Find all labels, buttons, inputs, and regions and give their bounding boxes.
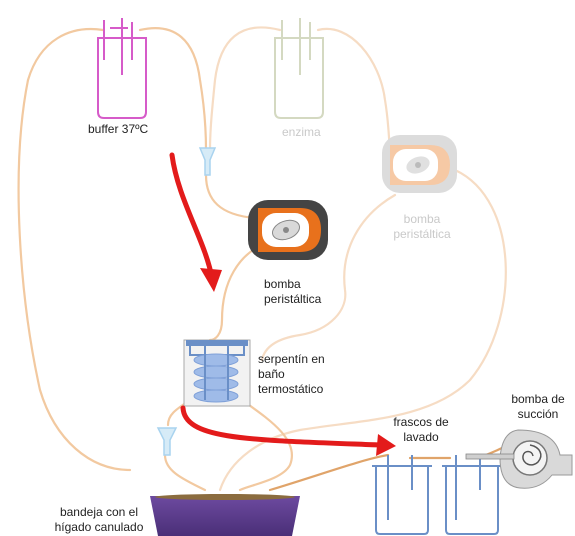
label-pump-active: bomba peristáltica [264, 277, 322, 306]
flow-arrow-1 [169, 152, 215, 281]
y-connector-bottom [156, 427, 178, 456]
label-coil: serpentín en baño termostático [258, 352, 325, 396]
suction-pump [465, 429, 573, 489]
label-suction: bomba de succión [511, 392, 565, 421]
pump-active [248, 200, 328, 260]
flow-arrows [169, 152, 383, 448]
pump-faded [382, 135, 457, 193]
label-pump-faded: bomba peristáltica [393, 212, 451, 241]
arrowheads [200, 268, 396, 456]
label-tray: bandeja con el hígado canulado [54, 505, 144, 534]
buffer-vessel [97, 18, 147, 119]
flow-arrow-2 [180, 405, 383, 448]
label-flasks: frascos de lavado [393, 415, 449, 444]
enzyme-vessel [274, 18, 324, 119]
y-connector-top [198, 147, 217, 176]
washing-flasks [372, 455, 502, 535]
liver-tray [150, 494, 300, 536]
label-enzima: enzima [282, 125, 321, 139]
label-buffer: buffer 37ºC [88, 122, 149, 136]
coil-bath [183, 339, 251, 407]
